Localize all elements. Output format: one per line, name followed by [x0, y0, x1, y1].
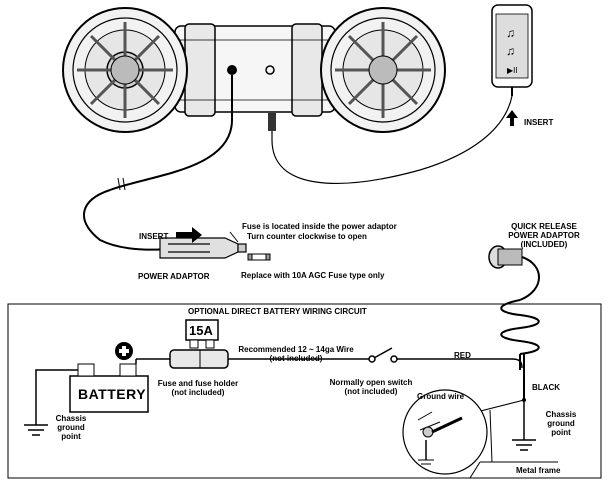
fuse-holder	[169, 319, 229, 369]
chassis-left-line3: point	[61, 432, 81, 441]
optional-circuit-title: OPTIONAL DIRECT BATTERY WIRING CIRCUIT	[188, 307, 367, 316]
switch-line1: Normally open switch	[329, 378, 413, 387]
power-adaptor-label: POWER ADAPTOR	[138, 272, 210, 281]
recommended-wire-line1: Recommended 12 ~ 14ga Wire	[238, 345, 354, 354]
fuse-holder-line1: Fuse and fuse holder	[157, 379, 239, 388]
aux-jack	[265, 65, 275, 75]
aux-cable	[271, 95, 513, 184]
red-wire-label: RED	[454, 351, 471, 360]
fuse-rating: 15A	[189, 323, 213, 338]
switch-line2: (not included)	[344, 387, 398, 396]
chassis-right-line3: point	[551, 428, 571, 437]
fuse-note-line2: Turn counter clockwise to open	[247, 232, 367, 241]
recommended-wire-line2: (not included)	[269, 354, 323, 363]
play-pause-icon: ▶II	[507, 66, 518, 75]
chassis-left-line1: Chassis	[55, 414, 87, 423]
phone: ♫ ♫ ▶II	[491, 4, 533, 96]
ground-point	[522, 398, 526, 402]
ground-detail-magnifier	[402, 389, 488, 475]
music-note-icon: ♫	[506, 26, 515, 40]
replace-fuse-label: Replace with 10A AGC Fuse type only	[241, 271, 385, 280]
chassis-left-line2: ground	[57, 423, 85, 432]
fuse-note-line1: Fuse is located inside the power adaptor	[242, 222, 397, 231]
music-note-icon: ♫	[506, 44, 515, 58]
quick-release-line3: (INCLUDED)	[520, 240, 568, 249]
metal-frame	[469, 409, 558, 479]
ground-wire-label: Ground wire	[417, 392, 465, 401]
battery	[69, 363, 149, 413]
quick-release-line1: QUICK RELEASE	[511, 222, 577, 231]
fuse-holder-line2: (not included)	[171, 388, 225, 397]
right-speaker	[320, 7, 446, 133]
plus-icon	[115, 342, 133, 360]
left-ground	[24, 369, 78, 436]
positive-wire	[135, 347, 523, 369]
quick-release-adaptor	[488, 245, 540, 301]
power-jack	[227, 65, 237, 75]
aux-plug	[268, 113, 276, 131]
pointer-line	[229, 231, 239, 243]
black-wire-label: BLACK	[532, 383, 560, 392]
fuse-glass	[247, 253, 271, 261]
arrow-right-icon	[176, 227, 202, 243]
speaker-bar	[174, 23, 336, 117]
power-cable	[83, 75, 233, 251]
arrow-up-icon	[506, 110, 518, 126]
chassis-right-line2: ground	[547, 419, 575, 428]
optional-circuit-box	[7, 303, 602, 479]
battery-label: BATTERY	[78, 386, 147, 402]
insert-adaptor-label: INSERT	[139, 232, 169, 241]
chassis-right-line1: Chassis	[545, 410, 577, 419]
insert-phone-label: INSERT	[524, 118, 554, 127]
left-speaker	[62, 7, 188, 133]
power-adaptor	[159, 237, 247, 259]
quick-release-line2: POWER ADAPTOR	[508, 231, 580, 240]
metal-frame-label: Metal frame	[516, 466, 561, 475]
